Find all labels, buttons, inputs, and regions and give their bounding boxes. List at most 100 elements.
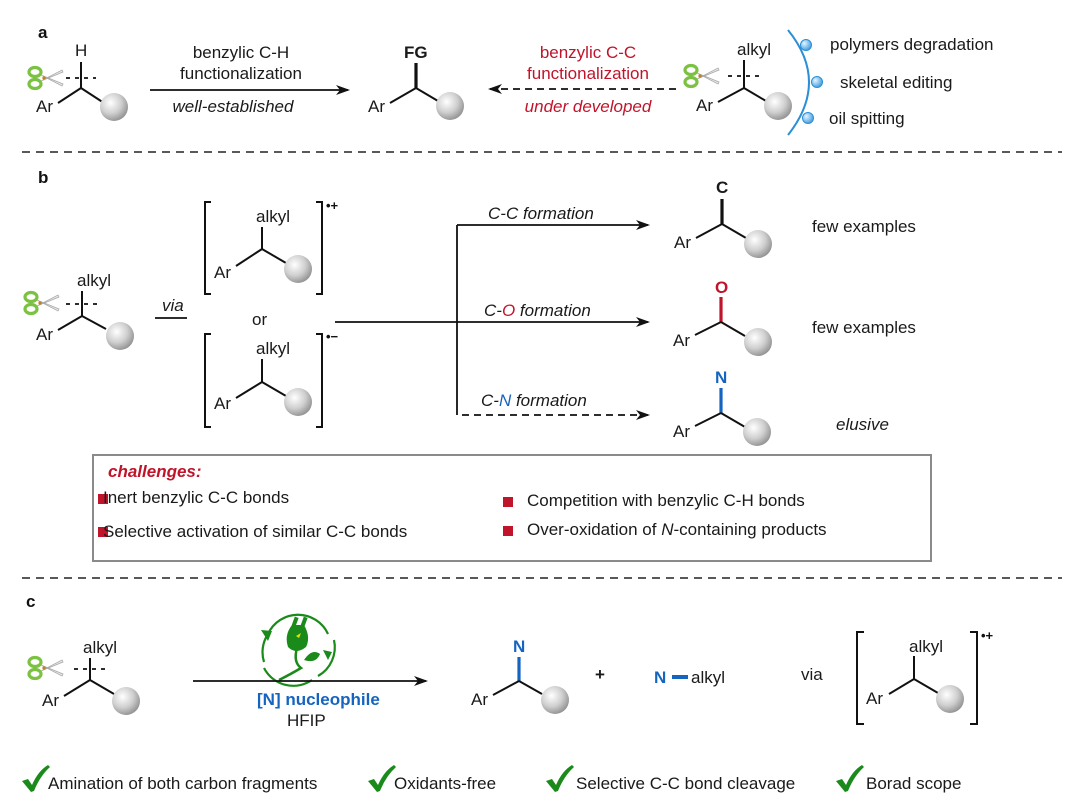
radical-cation-intermediate: •+ alkyl Ar bbox=[204, 198, 339, 295]
arrow2-sublabel: under developed bbox=[525, 97, 652, 116]
panel-b-substrate: alkyl Ar bbox=[23, 271, 134, 350]
feature-item: Borad scope bbox=[866, 774, 961, 793]
sphere-group bbox=[744, 230, 772, 258]
product-atom: O bbox=[715, 278, 728, 297]
challenge-item: Inert benzylic C-C bonds bbox=[103, 488, 289, 507]
application-item: oil spitting bbox=[829, 109, 905, 128]
benzylic-cc-substrate: alkyl Ar bbox=[683, 40, 792, 120]
via-label: via bbox=[801, 665, 823, 684]
arrow1-label-line2: functionalization bbox=[180, 64, 302, 83]
ar-label: Ar bbox=[696, 96, 713, 115]
outcome-cn: elusive bbox=[836, 415, 889, 434]
arrow2-label-line1: benzylic C-C bbox=[540, 43, 636, 62]
panel-label-b: b bbox=[38, 168, 48, 187]
scissors-icon bbox=[683, 63, 721, 89]
sphere-group bbox=[936, 685, 964, 713]
ar-label: Ar bbox=[471, 690, 488, 709]
ar-label: Ar bbox=[36, 325, 53, 344]
ar-label: Ar bbox=[42, 691, 59, 710]
scissors-icon bbox=[27, 655, 65, 681]
feature-item: Oxidants-free bbox=[394, 774, 496, 793]
ar-label: Ar bbox=[866, 689, 883, 708]
byproduct-group: alkyl bbox=[691, 668, 725, 687]
substituent-label: alkyl bbox=[83, 638, 117, 657]
cc-product: C Ar bbox=[674, 178, 772, 258]
feature-item: Selective C-C bond cleavage bbox=[576, 774, 795, 793]
plus-sign: + bbox=[595, 665, 605, 684]
challenge-item: Selective activation of similar C-C bond… bbox=[103, 522, 407, 541]
sphere-group bbox=[284, 388, 312, 416]
application-item: skeletal editing bbox=[840, 73, 952, 92]
pathway-label-co: C-O formation bbox=[484, 301, 591, 320]
or-label: or bbox=[252, 310, 267, 329]
ar-label: Ar bbox=[214, 263, 231, 282]
applications-list: polymers degradation skeletal editing oi… bbox=[787, 29, 993, 136]
sphere-group bbox=[764, 92, 792, 120]
challenges-title: challenges: bbox=[108, 462, 202, 481]
sphere-group bbox=[436, 92, 464, 120]
panel-label-c: c bbox=[26, 592, 35, 611]
check-icon bbox=[368, 765, 396, 792]
byproduct-atom: N bbox=[654, 668, 666, 687]
challenges-box: challenges: Inert benzylic C-C bonds Sel… bbox=[92, 454, 932, 562]
arrow2-label-line2: functionalization bbox=[527, 64, 649, 83]
sphere-group bbox=[743, 418, 771, 446]
ar-label: Ar bbox=[674, 233, 691, 252]
substituent-label: alkyl bbox=[909, 637, 943, 656]
sphere-group bbox=[541, 686, 569, 714]
panel-label-a: a bbox=[38, 23, 48, 42]
charge-label: •+ bbox=[326, 198, 339, 213]
substituent-label: alkyl bbox=[256, 207, 290, 226]
panel-c-substrate: alkyl Ar bbox=[27, 638, 140, 715]
application-item: polymers degradation bbox=[830, 35, 993, 54]
alkyl-amine-byproduct: N alkyl bbox=[654, 668, 725, 687]
substituent-label: alkyl bbox=[737, 40, 771, 59]
challenge-item: Over-oxidation of N-containing products bbox=[527, 520, 827, 539]
scissors-icon bbox=[27, 65, 65, 91]
substituent-label: alkyl bbox=[256, 339, 290, 358]
charge-label: •− bbox=[326, 329, 339, 344]
ar-label: Ar bbox=[36, 97, 53, 116]
check-icon bbox=[546, 765, 574, 792]
sphere-group bbox=[744, 328, 772, 356]
solvent-label: HFIP bbox=[287, 711, 326, 730]
arrow1-label-line1: benzylic C-H bbox=[193, 43, 289, 62]
fg-product: FG Ar bbox=[368, 43, 464, 120]
scissors-icon bbox=[23, 290, 61, 316]
bullet-icon bbox=[98, 494, 108, 504]
substituent-label: alkyl bbox=[77, 271, 111, 290]
arrow1-sublabel: well-established bbox=[173, 97, 294, 116]
outcome-co: few examples bbox=[812, 318, 916, 337]
reagent-label: [N] nucleophile bbox=[257, 690, 380, 709]
fg-label: FG bbox=[404, 43, 428, 62]
bullet-icon bbox=[503, 497, 513, 507]
imine-product: N Ar bbox=[471, 637, 569, 714]
challenge-item: Competition with benzylic C-H bonds bbox=[527, 491, 805, 510]
product-atom: N bbox=[513, 637, 525, 656]
pathway-label-cc: C-C formation bbox=[488, 204, 594, 223]
ar-label: Ar bbox=[368, 97, 385, 116]
benzylic-ch-substrate: H Ar bbox=[27, 41, 128, 121]
sphere-group bbox=[112, 687, 140, 715]
bullet-icon bbox=[503, 526, 513, 536]
ar-label: Ar bbox=[673, 422, 690, 441]
substituent-label: H bbox=[75, 41, 87, 60]
electro-plug-leaf-icon bbox=[261, 613, 336, 687]
charge-label: •+ bbox=[981, 628, 994, 643]
product-atom: N bbox=[715, 368, 727, 387]
check-icon bbox=[836, 765, 864, 792]
check-icon bbox=[22, 765, 50, 792]
via-label: via bbox=[162, 296, 184, 315]
outcome-cc: few examples bbox=[812, 217, 916, 236]
bullet-icon bbox=[98, 527, 108, 537]
product-atom: C bbox=[716, 178, 728, 197]
sphere-group bbox=[106, 322, 134, 350]
co-product: O Ar bbox=[673, 278, 772, 356]
pathway-label-cn: C-N formation bbox=[481, 391, 587, 410]
feature-item: Amination of both carbon fragments bbox=[48, 774, 317, 793]
ar-label: Ar bbox=[673, 331, 690, 350]
sphere-group bbox=[100, 93, 128, 121]
radical-anion-intermediate: •− alkyl Ar bbox=[204, 329, 339, 428]
cn-product: N Ar bbox=[673, 368, 771, 446]
